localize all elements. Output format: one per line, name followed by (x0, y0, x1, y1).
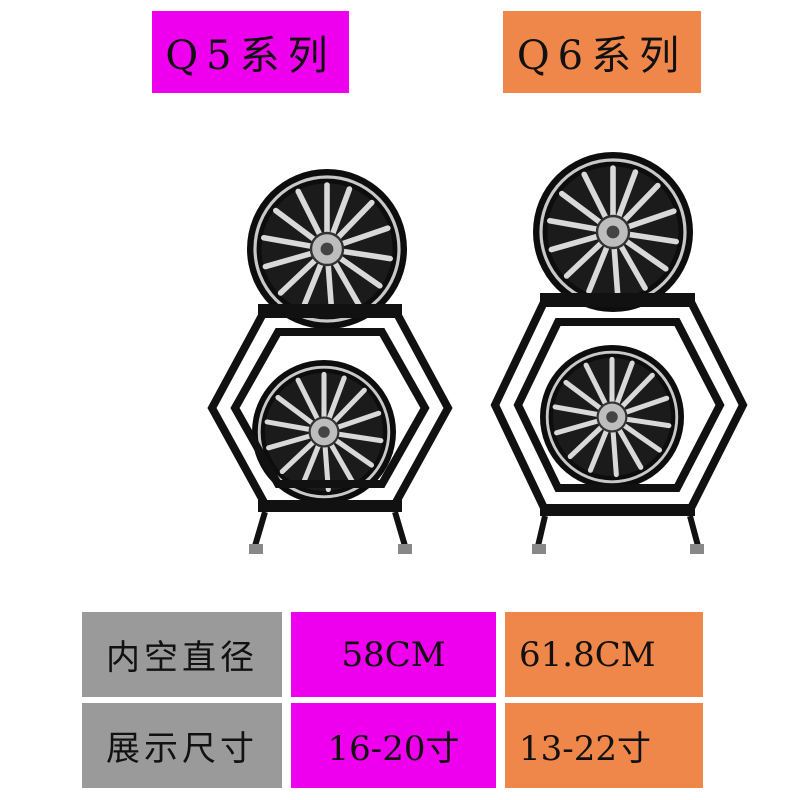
q5-inner-diameter-value: 58CM (291, 612, 496, 697)
q5-display-size-value: 16-20寸 (291, 703, 496, 788)
q6-display-size-value: 13-22寸 (505, 703, 703, 788)
q6-rack-illustration (490, 152, 748, 554)
q6-series-title: Q6系列 (503, 11, 701, 93)
q6-inner-diameter-value: 61.8CM (505, 612, 703, 697)
display-size-label: 展示尺寸 (82, 703, 282, 788)
q5-rack-illustration (212, 169, 453, 554)
inner-diameter-label: 内空直径 (82, 612, 282, 697)
q5-series-title: Q5系列 (152, 11, 349, 93)
product-photo (0, 100, 748, 554)
